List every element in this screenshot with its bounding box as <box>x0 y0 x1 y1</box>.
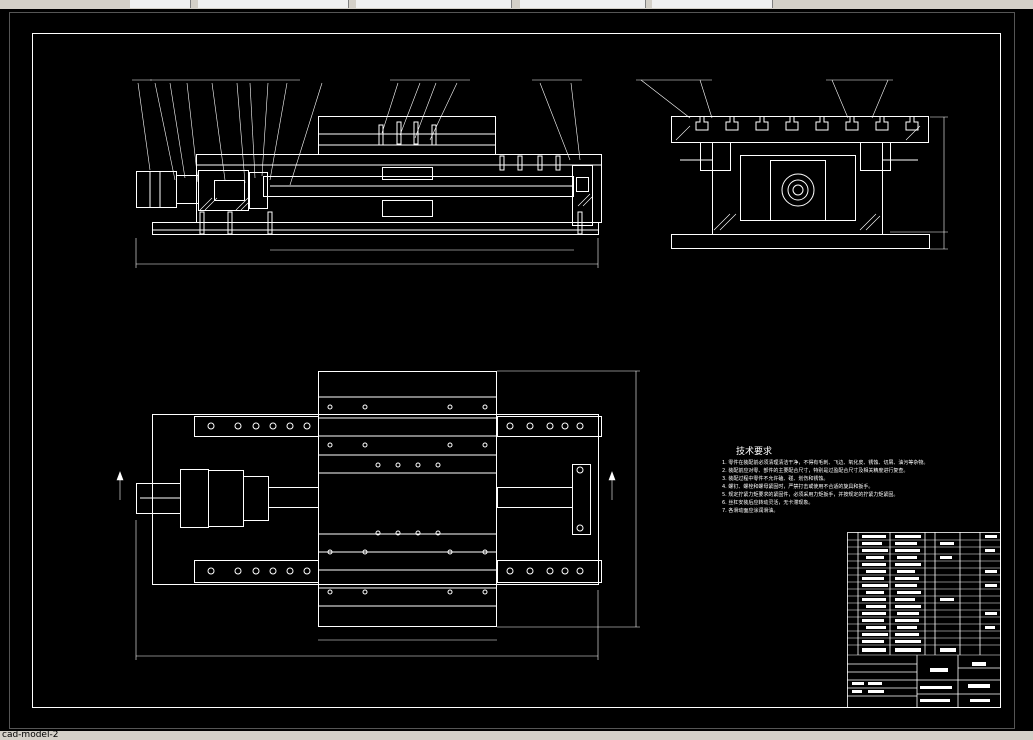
dimension-lines <box>135 238 599 268</box>
technical-notes: 技术要求 1. 零件在装配前必须清理清洁干净，不得有毛刺、飞边、氧化皮、锈蚀、切… <box>722 444 992 515</box>
side-view[interactable] <box>636 79 948 250</box>
dimension-lines <box>890 116 948 250</box>
toolbar-tab[interactable] <box>652 0 773 8</box>
parts-list-table[interactable] <box>847 532 1001 708</box>
table-strips <box>318 396 497 607</box>
leader-lines <box>132 79 582 186</box>
toolbar-tab[interactable] <box>356 0 512 8</box>
hatching <box>675 125 921 231</box>
dimension-lines <box>116 370 640 660</box>
technical-note-line: 7. 各滑动面应涂润滑油。 <box>722 508 779 514</box>
front-view[interactable] <box>132 79 602 268</box>
toolbar-tab[interactable] <box>130 0 191 8</box>
table-cell-text <box>862 535 997 652</box>
t-slots <box>695 116 919 131</box>
table-row-lines <box>847 539 1001 656</box>
sheet-border <box>32 33 1001 708</box>
outer-border <box>9 12 1015 729</box>
technical-note-line: 2. 装配前应对零、部件的主要配合尺寸，特别是过盈配合尺寸及相关精度进行复查。 <box>722 468 909 474</box>
technical-note-line: 5. 规定拧紧力矩要求的紧固件，必须采用力矩扳手，并按规定的拧紧力矩紧固。 <box>722 492 899 498</box>
toolbar-strip <box>0 0 1033 9</box>
toolbar-tab[interactable] <box>198 0 349 8</box>
technical-note-line: 3. 装配过程中零件不允许磕、碰、划伤和锈蚀。 <box>722 476 829 482</box>
leader-lines <box>636 79 893 119</box>
technical-note-line: 4. 螺钉、螺栓和螺母紧固时，严禁打击或使用不合适的旋具和扳手。 <box>722 484 874 490</box>
title-block-text <box>852 662 990 702</box>
technical-note-line: 1. 零件在装配前必须清理清洁干净，不得有毛刺、飞边、氧化皮、锈蚀、切屑、油污等… <box>722 460 929 466</box>
bolts <box>199 121 583 235</box>
top-view[interactable] <box>116 370 640 660</box>
rail-holes <box>207 404 584 595</box>
technical-notes-title: 技术要求 <box>736 447 773 457</box>
technical-note-line: 6. 丝杠安装后应转动灵活，无卡滞现象。 <box>722 500 814 506</box>
hatching <box>199 193 593 211</box>
toolbar-tab[interactable] <box>520 0 646 8</box>
status-bar: cad-model-2 <box>0 731 1033 740</box>
status-text: cad-model-2 <box>2 730 59 740</box>
